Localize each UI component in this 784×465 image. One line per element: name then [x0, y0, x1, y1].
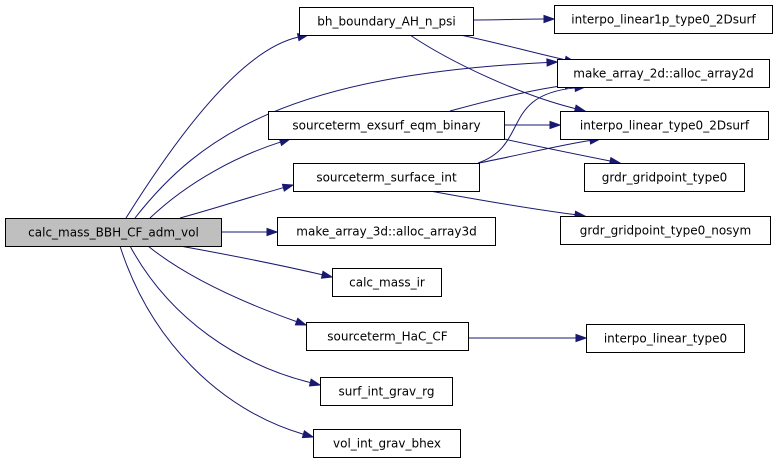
edge-line [119, 245, 304, 435]
arrowhead [308, 378, 322, 387]
edge-sourceterm_exsurf_eqm_binary-to-make_array_2d_alloc_array2d [449, 81, 577, 112]
arrowhead [320, 270, 334, 279]
node-label: interpo_linear_type0 [604, 332, 727, 346]
node-label: vol_int_grav_bhex [333, 437, 441, 451]
node-surf_int_grav_rg[interactable]: surf_int_grav_rg [320, 377, 453, 406]
node-box [557, 59, 770, 88]
edge-line [409, 34, 576, 110]
node-label: make_array_3d::alloc_array3d [296, 225, 476, 239]
node-box [560, 111, 769, 140]
edge-sourceterm_exsurf_eqm_binary-to-interpo_linear_type0_2Dsurf [503, 120, 562, 130]
edge-calc_mass_BBH_CF_adm_vol-to-calc_mass_ir [179, 245, 334, 279]
node-interpo_linear1p_type0_2Dsurf[interactable]: interpo_linear1p_type0_2Dsurf [554, 5, 773, 34]
edge-calc_mass_BBH_CF_adm_vol-to-vol_int_grav_bhex [119, 245, 315, 439]
edge-bh_boundary_AH_n_psi-to-interpo_linear1p_type0_2Dsurf [472, 14, 556, 24]
edge-calc_mass_BBH_CF_adm_vol-to-surf_int_grav_rg [129, 245, 322, 387]
node-label: sourceterm_HaC_CF [327, 330, 447, 344]
node-sourceterm_exsurf_eqm_binary[interactable]: sourceterm_exsurf_eqm_binary [268, 111, 505, 140]
edge-line [478, 139, 591, 164]
node-label: bh_boundary_AH_n_psi [317, 15, 455, 29]
node-label: grdr_gridpoint_type0_nosym [580, 224, 751, 238]
node-box [277, 217, 496, 246]
edge-line [129, 245, 311, 384]
node-calc_mass_ir[interactable]: calc_mass_ir [332, 268, 442, 297]
node-box [332, 268, 442, 297]
edge-sourceterm_surface_int-to-grdr_gridpoint_type0_nosym [429, 190, 587, 219]
edge-calc_mass_BBH_CF_adm_vol-to-sourceterm_HaC_CF [147, 245, 308, 326]
node-box [313, 429, 461, 458]
node-label: surf_int_grav_rg [338, 385, 434, 399]
node-sourceterm_HaC_CF[interactable]: sourceterm_HaC_CF [306, 322, 469, 351]
edge-line [179, 187, 284, 219]
node-box [560, 216, 771, 245]
node-box [268, 111, 505, 140]
arrowhead [546, 58, 559, 67]
edge-line [477, 87, 576, 164]
node-interpo_linear_type0[interactable]: interpo_linear_type0 [586, 324, 745, 353]
node-box [5, 218, 222, 247]
arrowhead [266, 227, 279, 237]
node-grdr_gridpoint_type0_nosym[interactable]: grdr_gridpoint_type0_nosym [560, 216, 771, 245]
edge-sourceterm_exsurf_eqm_binary-to-grdr_gridpoint_type0 [503, 138, 622, 166]
edge-line [472, 18, 545, 21]
edge-line [449, 84, 566, 112]
edges [119, 14, 622, 439]
node-label: make_array_2d::alloc_array2d [573, 67, 753, 81]
node-box [586, 324, 745, 353]
edge-line [179, 245, 323, 276]
edge-sourceterm_HaC_CF-to-interpo_linear_type0 [467, 333, 588, 343]
node-box [299, 7, 474, 36]
edge-calc_mass_BBH_CF_adm_vol-to-make_array_3d_alloc_array3d [220, 227, 279, 237]
edge-line [125, 36, 299, 219]
nodes: calc_mass_BBH_CF_adm_vol bh_boundary_AH_n… [5, 5, 773, 458]
node-interpo_linear_type0_2Dsurf[interactable]: interpo_linear_type0_2Dsurf [560, 111, 769, 140]
node-make_array_3d_alloc_array3d[interactable]: make_array_3d::alloc_array3d [277, 217, 496, 246]
node-label: calc_mass_BBH_CF_adm_vol [28, 226, 199, 240]
node-box [306, 322, 469, 351]
edge-sourceterm_surface_int-to-interpo_linear_type0_2Dsurf [478, 136, 602, 164]
edge-line [149, 141, 281, 219]
arrowhead [301, 430, 315, 439]
edge-line [134, 61, 548, 219]
node-label: sourceterm_surface_int [316, 171, 457, 185]
edge-line [503, 138, 611, 162]
node-label: interpo_linear_type0_2Dsurf [580, 119, 750, 133]
node-box [320, 377, 453, 406]
node-grdr_gridpoint_type0[interactable]: grdr_gridpoint_type0 [584, 163, 745, 192]
node-label: grdr_gridpoint_type0 [602, 171, 727, 185]
edge-calc_mass_BBH_CF_adm_vol-to-sourceterm_exsurf_eqm_binary [149, 138, 292, 219]
edge-calc_mass_BBH_CF_adm_vol-to-sourceterm_surface_int [179, 183, 295, 219]
node-box [584, 163, 745, 192]
arrowhead [573, 104, 587, 113]
arrowhead [575, 333, 588, 343]
arrowhead [294, 317, 308, 326]
node-vol_int_grav_bhex[interactable]: vol_int_grav_bhex [313, 429, 461, 458]
node-sourceterm_surface_int[interactable]: sourceterm_surface_int [293, 163, 480, 192]
arrowhead [543, 14, 556, 24]
node-calc_mass_BBH_CF_adm_vol[interactable]: calc_mass_BBH_CF_adm_vol [5, 218, 222, 247]
node-bh_boundary_AH_n_psi[interactable]: bh_boundary_AH_n_psi [299, 7, 474, 36]
edge-line [459, 34, 566, 61]
node-make_array_2d_alloc_array2d[interactable]: make_array_2d::alloc_array2d [557, 59, 770, 88]
arrowhead [281, 183, 295, 192]
node-label: sourceterm_exsurf_eqm_binary [292, 119, 480, 133]
arrowhead [549, 120, 562, 130]
node-box [554, 5, 773, 34]
node-box [293, 163, 480, 192]
node-label: interpo_linear1p_type0_2Dsurf [571, 13, 756, 27]
edge-line [429, 190, 576, 216]
edge-line [147, 245, 297, 323]
node-label: calc_mass_ir [349, 276, 425, 290]
